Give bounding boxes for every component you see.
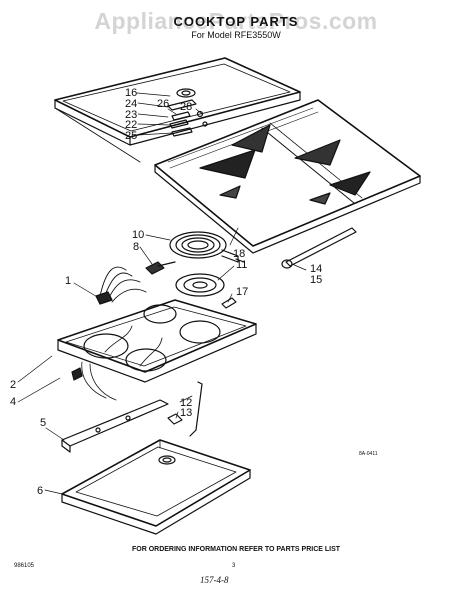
callout-28: 28 — [180, 101, 192, 113]
control-rod — [167, 381, 203, 437]
leader-lines — [17, 92, 307, 495]
callout-25: 25 — [125, 130, 137, 142]
callout-8: 8 — [133, 241, 139, 253]
diagram-code: 8A-0411 — [359, 451, 378, 457]
element-clips — [167, 88, 208, 137]
side-trim — [281, 227, 357, 269]
handwritten-note: 157-4-8 — [200, 575, 229, 585]
terminal-block — [145, 261, 176, 275]
callout-11: 11 — [236, 259, 247, 271]
callout-22: 22 — [125, 119, 137, 131]
glass-cooktop — [154, 99, 421, 254]
callout-14: 14 — [310, 263, 322, 275]
lower-wiring — [71, 361, 117, 401]
callout-5: 5 — [40, 417, 46, 429]
watermark: AppliancePartsPros.com — [94, 8, 378, 34]
callout-10: 10 — [132, 229, 144, 241]
callout-24: 24 — [125, 98, 137, 110]
top-frame — [54, 57, 301, 163]
main-cooktop — [57, 299, 257, 383]
callout-4: 4 — [10, 396, 16, 408]
callout-12: 12 — [180, 397, 192, 409]
callout-16: 16 — [125, 87, 137, 99]
callout-17: 17 — [236, 286, 248, 298]
document-code: 986105 — [14, 563, 35, 569]
callout-26: 26 — [157, 98, 169, 110]
ordering-note: FOR ORDERING INFORMATION REFER TO PARTS … — [131, 546, 341, 553]
callout-15: 15 — [310, 274, 322, 286]
callout-numbers: 16 24 26 28 23 22 25 10 8 18 1 11 14 15 … — [10, 87, 322, 497]
callout-2: 2 — [10, 379, 16, 391]
callout-1: 1 — [65, 275, 71, 287]
support-rail — [61, 399, 169, 453]
callout-6: 6 — [37, 485, 43, 497]
drip-bowl — [175, 273, 225, 297]
callout-23: 23 — [125, 109, 137, 121]
surface-element — [169, 231, 245, 263]
page-number: 3 — [232, 563, 236, 569]
diagram-title: COOKTOP PARTS — [173, 14, 299, 29]
wiring-harness — [95, 266, 147, 305]
callout-13: 13 — [180, 407, 192, 419]
callout-18: 18 — [233, 248, 245, 260]
burner-box — [61, 439, 251, 535]
model-subtitle: For Model RFE3550W — [191, 30, 281, 40]
